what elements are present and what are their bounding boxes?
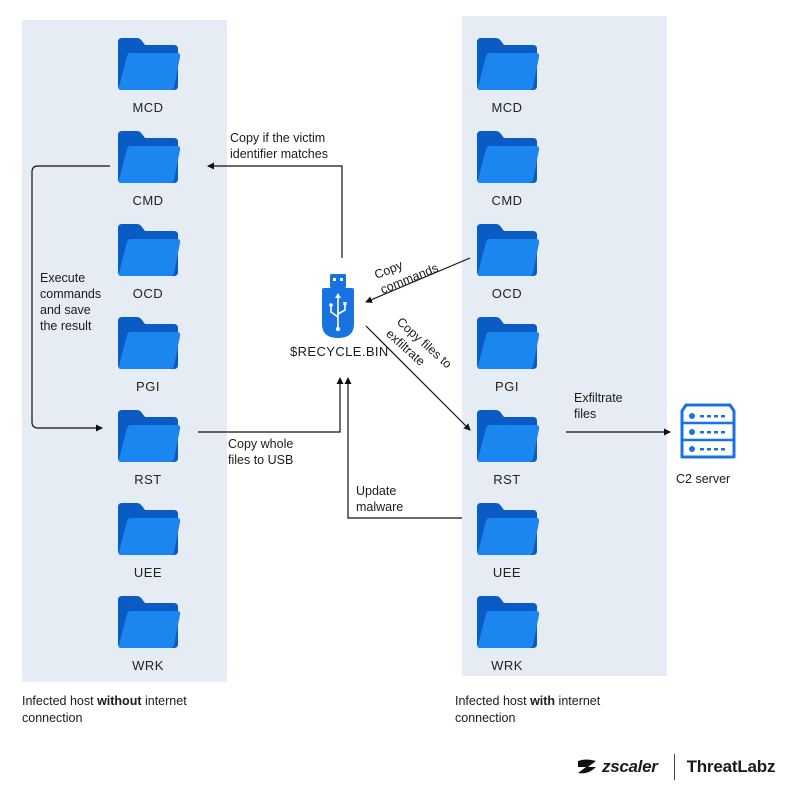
edge-update-malware [344, 377, 462, 519]
folder-label-rst: RST [134, 472, 162, 487]
folder-icon[interactable] [474, 222, 544, 302]
brand-divider [673, 754, 675, 780]
folder-icon[interactable] [474, 315, 544, 395]
folder-icon[interactable] [474, 129, 544, 209]
brand-zscaler: zscaler [602, 757, 658, 776]
zscaler-logo-icon [578, 759, 596, 774]
edge-copy-whole-files [198, 377, 344, 433]
folder-icon[interactable] [115, 315, 185, 395]
usb-drive-icon [322, 274, 354, 338]
folder-icon[interactable] [474, 501, 544, 581]
folder-icon[interactable] [474, 594, 544, 674]
edge-copy-files-exfil [365, 325, 471, 431]
folder-icon[interactable] [115, 501, 185, 581]
folder-label-cmd: CMD [491, 193, 523, 208]
brand-footer: zscaler ThreatLabz [576, 752, 775, 782]
folder-label-wrk: WRK [132, 658, 164, 673]
folder-label-pgi: PGI [136, 379, 160, 394]
left-host-caption: Infected host without internet connectio… [22, 694, 187, 725]
folder-label-pgi: PGI [495, 379, 519, 394]
folder-icon[interactable] [115, 594, 185, 674]
folder-label-mcd: MCD [491, 100, 523, 115]
folder-label-wrk: WRK [491, 658, 523, 673]
folder-icon[interactable] [474, 408, 544, 488]
usb-label: $RECYCLE.BIN [290, 344, 389, 359]
folder-label-mcd: MCD [132, 100, 164, 115]
folder-icon[interactable] [115, 408, 185, 488]
c2-server-label: C2 server [676, 472, 731, 486]
edge-copy-if-victim [207, 162, 343, 258]
folder-icon[interactable] [115, 222, 185, 302]
folder-icon[interactable] [474, 36, 544, 116]
folder-label-cmd: CMD [132, 193, 164, 208]
brand-threatlabz: ThreatLabz [686, 757, 776, 776]
edge-execute-commands [31, 165, 110, 432]
edge-copy-commands [365, 257, 471, 303]
folder-label-ocd: OCD [132, 286, 164, 301]
folder-label-ocd: OCD [491, 286, 523, 301]
folder-label-uee: UEE [133, 565, 163, 580]
folder-icon[interactable] [115, 129, 185, 209]
server-icon [680, 403, 736, 459]
right-host-caption: Infected host with internet connection [455, 694, 601, 725]
folder-label-uee: UEE [492, 565, 522, 580]
folder-label-rst: RST [493, 472, 521, 487]
folder-icon[interactable] [115, 36, 185, 116]
